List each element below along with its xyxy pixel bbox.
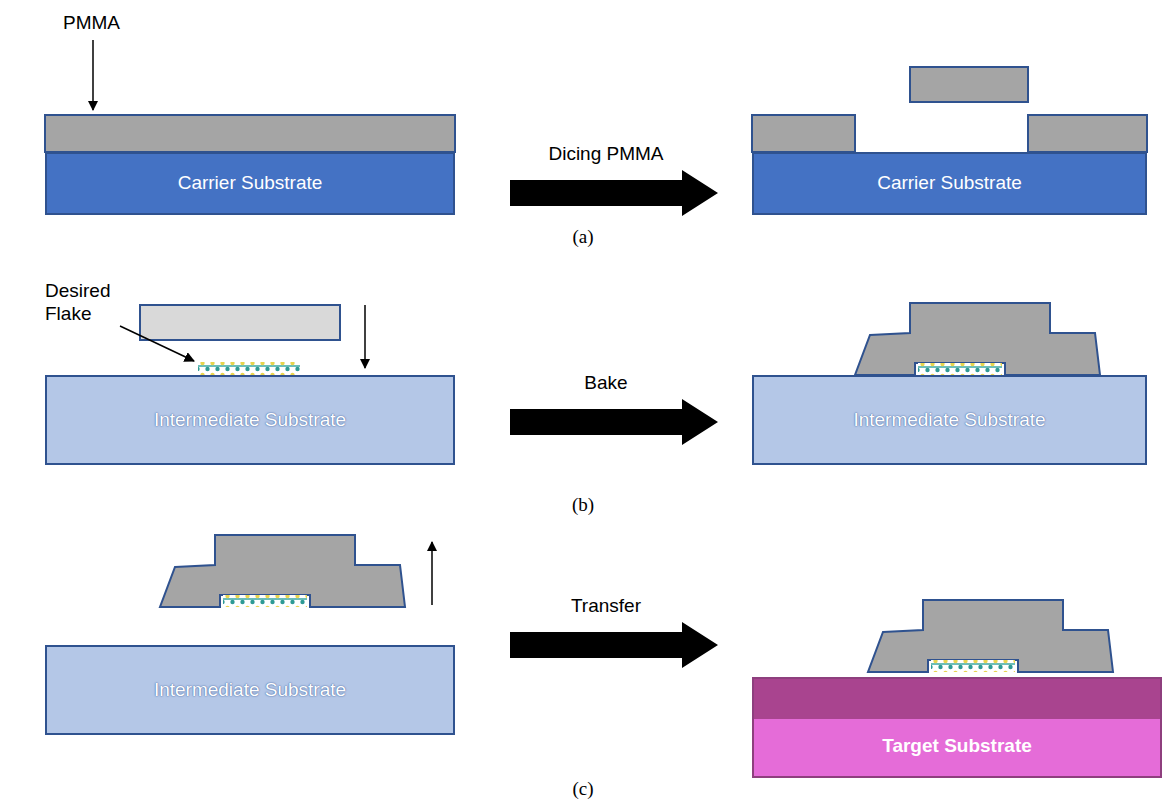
substrate-label: Intermediate Substrate <box>853 409 1045 432</box>
process-arrow <box>510 622 718 668</box>
panel-label: (a) <box>572 226 593 249</box>
intermediate-substrate: Intermediate Substrate <box>45 645 455 735</box>
panel-label: (b) <box>572 494 594 517</box>
pmma-piece <box>910 67 1028 102</box>
pmma-piece <box>140 305 340 340</box>
process-arrow <box>510 170 718 216</box>
carrier-substrate: Carrier Substrate <box>45 152 455 215</box>
up-arrow <box>431 542 433 605</box>
panel-label: (c) <box>572 778 593 801</box>
substrate-label: Intermediate Substrate <box>154 409 346 432</box>
step-label: Transfer <box>569 595 643 618</box>
transferred-pmma <box>868 600 1113 672</box>
down-arrow <box>364 305 366 368</box>
part-label: Desired Flake <box>45 280 125 326</box>
substrate-label: Carrier Substrate <box>178 172 323 195</box>
pmma-piece <box>752 115 855 152</box>
flake <box>198 362 300 375</box>
target-substrate: Target Substrate <box>752 677 1162 778</box>
substrate-label: Target Substrate <box>882 735 1032 758</box>
pmma-piece <box>1028 115 1147 152</box>
baked-pmma <box>855 303 1100 375</box>
pmma-layer <box>45 115 455 152</box>
intermediate-substrate: Intermediate Substrate <box>45 375 455 465</box>
substrate-label: Intermediate Substrate <box>154 679 346 702</box>
part-label: PMMA <box>63 12 120 35</box>
pmma-pointer <box>92 40 94 110</box>
substrate-label: Carrier Substrate <box>877 172 1022 195</box>
intermediate-substrate: Intermediate Substrate <box>752 375 1147 465</box>
step-label: Bake <box>582 372 629 395</box>
process-arrow <box>510 399 718 445</box>
carrier-substrate: Carrier Substrate <box>752 152 1147 215</box>
step-label: Dicing PMMA <box>546 143 665 166</box>
flake-pointer <box>120 326 194 361</box>
lifted-pmma <box>160 535 405 607</box>
